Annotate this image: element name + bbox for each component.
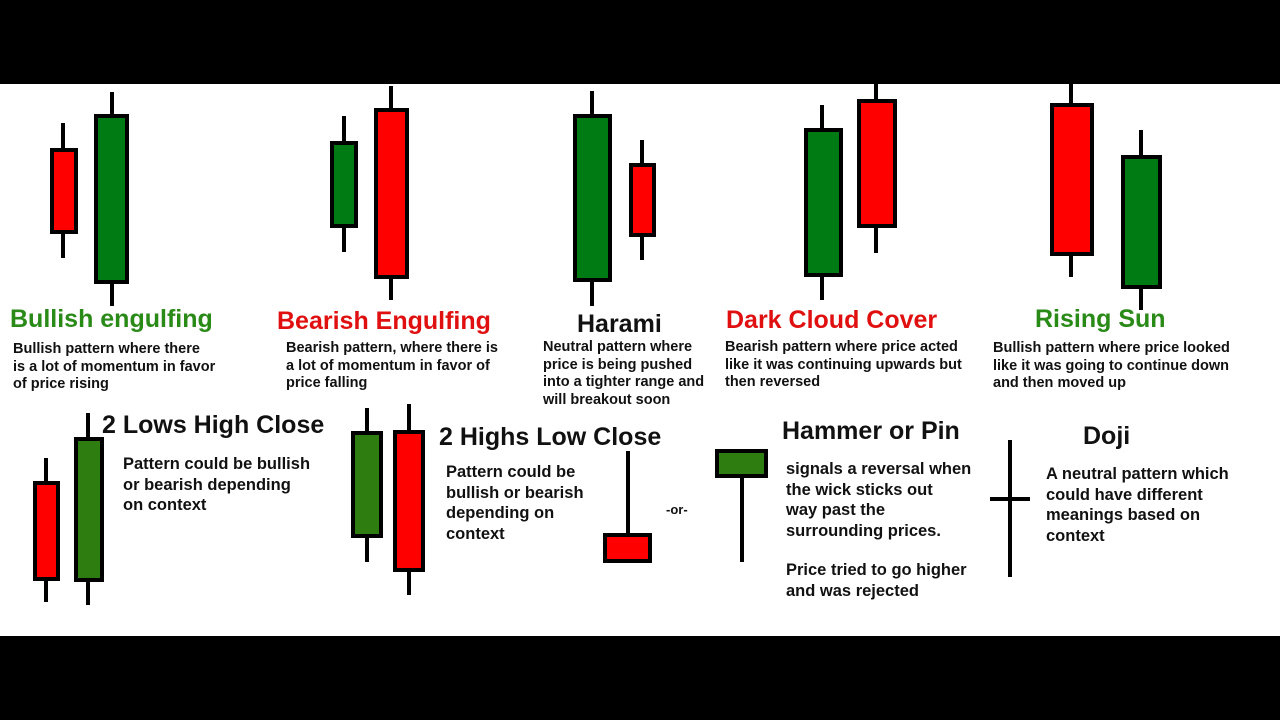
pattern-description: Bearish pattern where price acted like i… xyxy=(725,339,962,390)
pattern-title: Dark Cloud Cover xyxy=(726,306,938,334)
bullish-candle-body xyxy=(804,128,843,277)
pattern-title: Bearish Engulfing xyxy=(277,307,491,335)
pattern-description: Bullish pattern where there is a lot of … xyxy=(13,341,216,392)
pattern-title: Bullish engulfing xyxy=(10,305,213,333)
pattern-title: Doji xyxy=(1083,422,1131,450)
bearish-candle-body xyxy=(393,430,425,572)
bearish-candle-body xyxy=(374,108,409,279)
pattern-description: Bearish pattern, where there is a lot of… xyxy=(286,340,498,391)
bullish-candle-body xyxy=(351,431,383,538)
bullish-candle-body xyxy=(94,114,129,284)
or-separator: -or- xyxy=(666,502,688,517)
bearish-candle-body xyxy=(1050,103,1094,256)
bullish-candle-body xyxy=(330,141,358,228)
pattern-description: A neutral pattern which could have diffe… xyxy=(1046,465,1229,545)
bullish-candle-body xyxy=(74,437,104,582)
bearish-candle-body xyxy=(629,163,656,237)
pattern-note: Price tried to go higher and was rejecte… xyxy=(786,561,967,600)
doji-wick xyxy=(1008,440,1012,577)
pattern-description: Pattern could be bullish or bearish depe… xyxy=(123,455,311,514)
doji-body-line xyxy=(990,497,1030,501)
bearish-candle-body xyxy=(603,533,652,563)
bearish-candle-body xyxy=(857,99,897,228)
pattern-title: 2 Lows High Close xyxy=(102,411,325,439)
bullish-candle-body xyxy=(573,114,612,282)
pattern-title: Harami xyxy=(577,310,662,338)
pattern-description: Pattern could be bullish or bearish depe… xyxy=(446,463,584,543)
candle-wick xyxy=(626,451,630,535)
bearish-candle-body xyxy=(50,148,78,234)
pattern-description: Bullish pattern where price looked like … xyxy=(993,340,1230,391)
candlestick-patterns-chart: Bullish engulfing Bullish pattern where … xyxy=(0,84,1280,636)
pattern-title: Hammer or Pin xyxy=(782,417,960,445)
pattern-title: Rising Sun xyxy=(1035,305,1166,333)
pattern-description: Neutral pattern where price is being pus… xyxy=(543,339,705,408)
pattern-title: 2 Highs Low Close xyxy=(439,423,662,451)
bearish-candle-body xyxy=(33,481,60,581)
pattern-description: signals a reversal when the wick sticks … xyxy=(786,460,972,540)
candle-wick xyxy=(740,477,744,562)
bullish-candle-body xyxy=(1121,155,1162,289)
bullish-candle-body xyxy=(715,449,768,478)
